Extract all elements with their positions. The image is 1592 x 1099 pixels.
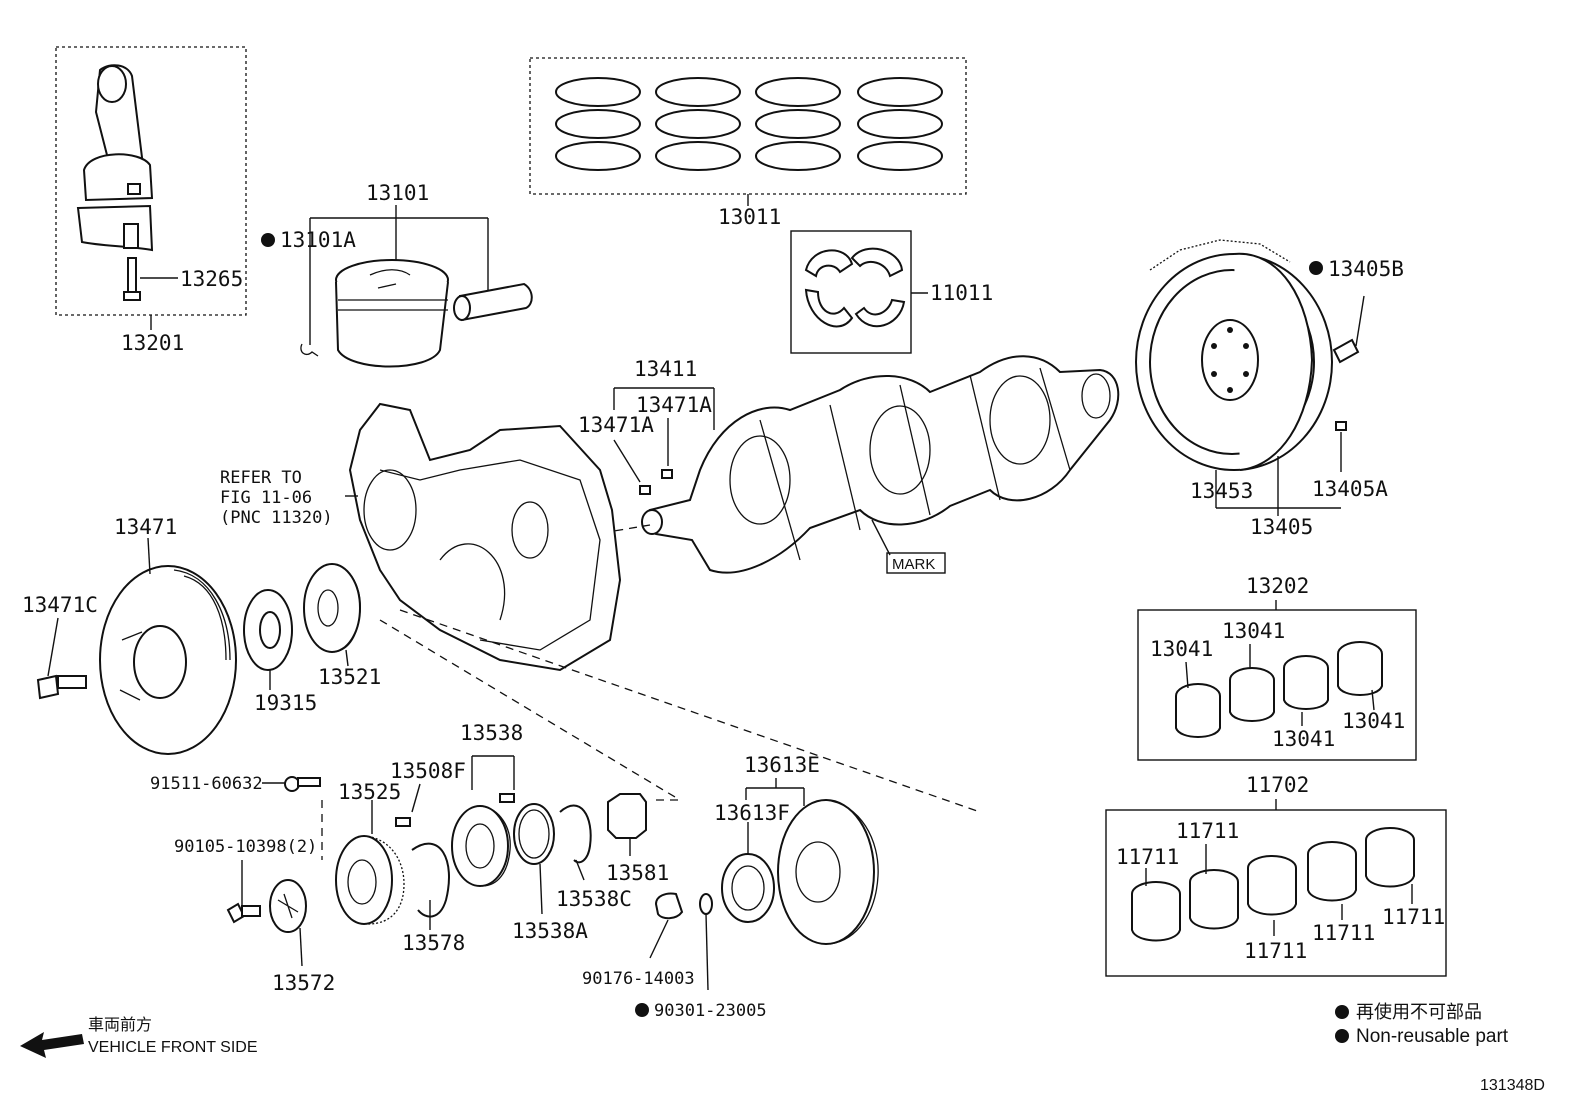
label-13201: 13201 (121, 331, 184, 355)
piston-ring-set (529, 57, 967, 206)
nonreusable-dot-13405b (1309, 261, 1323, 275)
label-13405b: 13405B (1328, 257, 1404, 281)
legend-jp: 再使用不可部品 (1356, 1002, 1482, 1022)
label-13613f: 13613F (714, 801, 790, 825)
label-13538a: 13538A (512, 919, 588, 943)
lower-parts-group (226, 755, 879, 991)
nonreusable-dot-13101a (261, 233, 275, 247)
label-11702: 11702 (1246, 773, 1309, 797)
label-13613e: 13613E (744, 753, 820, 777)
label-90105-10398: 90105-10398(2) (174, 837, 317, 857)
vehicle-front-arrow (20, 1032, 84, 1058)
label-13508f: 13508F (390, 759, 466, 783)
label-11011: 11011 (930, 281, 993, 305)
label-13041-b: 13041 (1222, 619, 1285, 643)
label-13471c: 13471C (22, 593, 98, 617)
main-bearing-shell-5 (1365, 827, 1415, 888)
crank-timing-gear-13521 (303, 563, 361, 667)
legend-dot-en (1335, 1029, 1349, 1043)
label-13453: 13453 (1190, 479, 1253, 503)
label-11711-c: 11711 (1244, 939, 1307, 963)
label-91511-60632: 91511-60632 (150, 774, 263, 794)
label-13041-c: 13041 (1272, 727, 1335, 751)
label-13011: 13011 (718, 205, 781, 229)
left-arrow-icon (20, 1032, 84, 1058)
main-bearing-set (1105, 809, 1447, 977)
label-refer-fig: FIG 11-06 (220, 488, 312, 508)
main-bearing-shell-4 (1307, 841, 1357, 902)
label-13101a: 13101A (280, 228, 356, 252)
timing-plate-19315 (243, 589, 293, 690)
bearing-shell-3 (1283, 655, 1329, 710)
label-13471a-2: 13471A (636, 393, 712, 417)
label-13041-d: 13041 (1342, 709, 1405, 733)
label-90176-14003: 90176-14003 (582, 969, 695, 989)
legend-dot-jp (1335, 1005, 1349, 1019)
label-refer-pnc: (PNC 11320) (220, 508, 333, 528)
crankshaft-pulley (36, 537, 237, 755)
ring-stack-4 (857, 77, 943, 171)
label-19315: 19315 (254, 691, 317, 715)
figure-id: 131348D (1480, 1077, 1545, 1094)
label-13521: 13521 (318, 665, 381, 689)
flywheel (1135, 239, 1365, 516)
direction-jp: 車両前方 (88, 1016, 152, 1034)
label-13471: 13471 (114, 515, 177, 539)
bearing-shell-2 (1229, 667, 1275, 722)
crankshaft (559, 355, 1120, 574)
label-13581: 13581 (606, 861, 669, 885)
ring-stack-1 (555, 77, 641, 171)
nonreusable-dot-90301 (635, 1003, 649, 1017)
timing-chain-cover (339, 402, 981, 813)
label-13538c: 13538C (556, 887, 632, 911)
piston (300, 205, 533, 368)
label-13265: 13265 (180, 267, 243, 291)
ring-stack-2 (655, 77, 741, 171)
label-refer-to: REFER TO (220, 468, 302, 488)
label-13411: 13411 (634, 357, 697, 381)
label-13202: 13202 (1246, 574, 1309, 598)
label-13525: 13525 (338, 780, 401, 804)
main-bearing-shell-1 (1131, 881, 1181, 942)
label-90301-23005: 90301-23005 (654, 1001, 767, 1021)
label-13572: 13572 (272, 971, 335, 995)
label-13405: 13405 (1250, 515, 1313, 539)
label-13538: 13538 (460, 721, 523, 745)
main-bearing-shell-2 (1189, 869, 1239, 930)
bearing-shell-4 (1337, 641, 1383, 696)
label-13471a-1: 13471A (578, 413, 654, 437)
label-mark: MARK (892, 556, 935, 573)
bearing-shell-1 (1175, 683, 1221, 738)
conrod-assembly (55, 46, 247, 316)
label-13578: 13578 (402, 931, 465, 955)
legend-en: Non-reusable part (1356, 1026, 1509, 1047)
direction-en: VEHICLE FRONT SIDE (88, 1039, 258, 1056)
label-13101: 13101 (366, 181, 429, 205)
conrod-bearing-set (1137, 609, 1417, 761)
main-bearing-shell-3 (1247, 855, 1297, 916)
label-11711-e: 11711 (1382, 905, 1445, 929)
ring-stack-3 (755, 77, 841, 171)
thrust-washers (790, 230, 928, 354)
label-11711-a: 11711 (1116, 845, 1179, 869)
label-13041-a: 13041 (1150, 637, 1213, 661)
label-11711-d: 11711 (1312, 921, 1375, 945)
label-13405a: 13405A (1312, 477, 1388, 501)
label-11711-b: 11711 (1176, 819, 1239, 843)
